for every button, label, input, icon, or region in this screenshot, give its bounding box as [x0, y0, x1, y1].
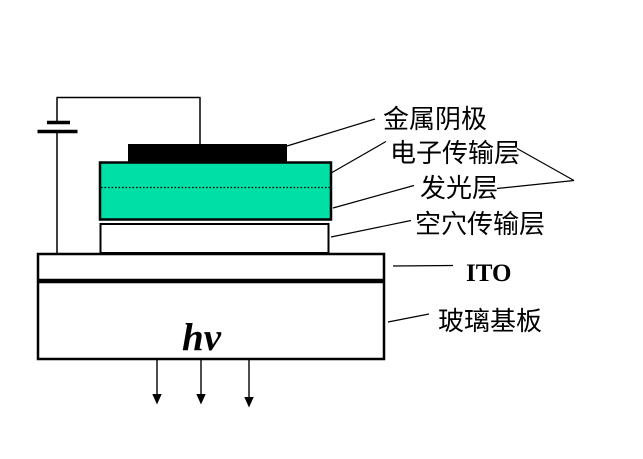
label-metal-cathode: 金属阴极 [383, 105, 487, 134]
battery-symbol [37, 120, 78, 134]
leader-metal-cathode [286, 118, 376, 147]
light-arrow [152, 360, 162, 405]
label-light-emission-hv: hv [182, 316, 222, 359]
leader-emitting-layer [332, 184, 415, 209]
circuit-wiring [37, 96, 201, 254]
label-emitting-layer: 发光层 [420, 174, 498, 203]
light-emission-arrows [152, 360, 254, 408]
label-ito: ITO [466, 260, 511, 287]
label-electron-transport-layer: 电子传输层 [390, 139, 520, 168]
leader-ito [392, 264, 454, 267]
label-hole-transport-layer: 空穴传输层 [415, 210, 545, 239]
metal-cathode-bar [128, 144, 287, 163]
arrowhead-down [196, 394, 206, 405]
leader-electron-transport-layer [331, 140, 387, 174]
leader-lines [286, 118, 575, 323]
leader-etl-right-converging [516, 147, 575, 182]
hole-transport-layer-box [99, 223, 330, 254]
light-arrow [244, 360, 254, 408]
arrowhead-down [152, 394, 162, 405]
leader-hole-transport-layer [330, 219, 412, 238]
glass-substrate-box [36, 252, 386, 361]
label-glass-substrate: 玻璃基板 [438, 307, 542, 336]
emitting-layer-box [98, 161, 333, 221]
light-arrow [196, 360, 206, 405]
arrowhead-down [244, 397, 254, 408]
leader-eml-right-converging [496, 179, 575, 190]
leader-glass-substrate [387, 313, 430, 323]
